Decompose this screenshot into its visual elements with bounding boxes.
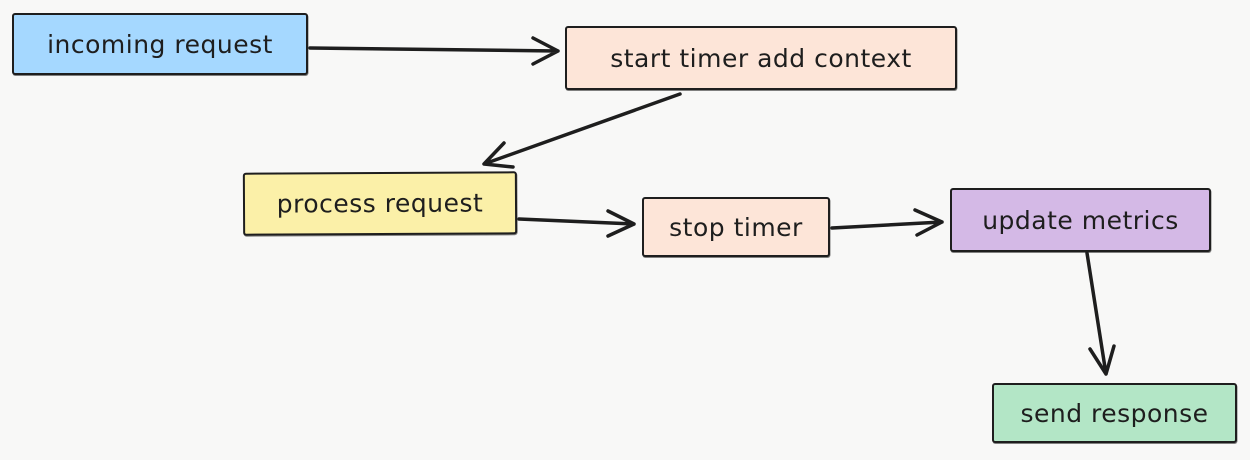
node-stop-timer-label: stop timer [669,212,803,242]
arrow-update-metrics-to-send-response[interactable] [1085,251,1116,376]
node-start-timer-add-context[interactable]: start timer add context [565,26,957,90]
node-send-response[interactable]: send response [992,383,1237,443]
node-process-request-label: process request [276,188,484,219]
arrow-stop-timer-to-update-metrics[interactable] [830,208,944,237]
node-process-request[interactable]: process request [242,171,518,236]
arrow-process-request-to-stop-timer[interactable] [517,209,636,238]
node-stop-timer[interactable]: stop timer [642,197,830,257]
node-incoming-request-label: incoming request [47,29,273,59]
node-update-metrics[interactable]: update metrics [950,188,1211,252]
arrow-start-timer-to-process-request[interactable] [482,92,682,169]
node-update-metrics-label: update metrics [982,205,1179,235]
node-incoming-request[interactable]: incoming request [12,13,308,75]
node-start-timer-add-context-label: start timer add context [610,43,912,73]
arrow-incoming-request-to-start-timer[interactable] [308,36,560,66]
node-send-response-label: send response [1020,398,1209,428]
